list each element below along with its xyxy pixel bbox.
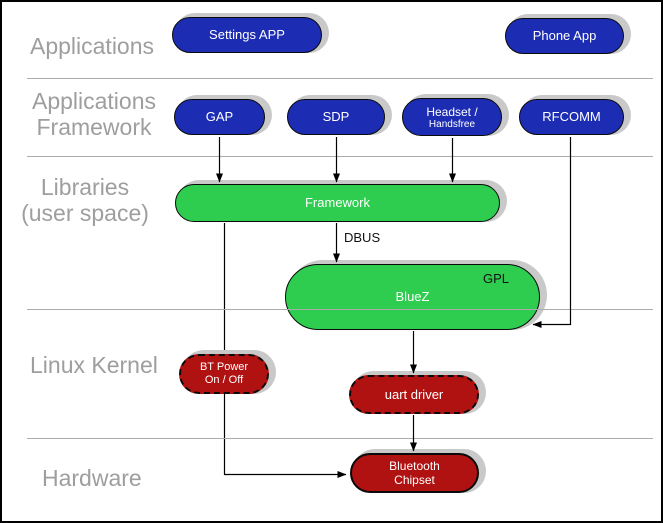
layer-label-line: (user space) <box>21 200 149 226</box>
dbus-annotation: DBUS <box>344 230 381 245</box>
node-label: On / Off <box>204 374 244 386</box>
layer-label-libraries: Libraries (user space) <box>6 174 164 226</box>
node-gap: GAP <box>174 99 265 135</box>
node-label: Chipset <box>394 473 435 487</box>
node-label: SDP <box>322 109 350 124</box>
layer-label-linux-kernel: Linux Kernel <box>30 352 158 378</box>
node-label: BlueZ <box>395 289 430 304</box>
node-label: Framework <box>304 195 370 210</box>
layer-label-line: Libraries <box>40 174 130 200</box>
node-label: GAP <box>205 109 234 124</box>
node-sdp: SDP <box>287 99 385 135</box>
layer-label-line: Framework <box>36 114 152 140</box>
node-label: Headset / <box>426 104 478 119</box>
layer-label-applications: Applications <box>30 33 155 59</box>
layer-label-applications-framework: Applications Framework <box>26 88 162 140</box>
node-label: Phone App <box>532 28 597 43</box>
node-bluetooth-chipset: Bluetooth Chipset <box>350 453 479 493</box>
node-rfcomm: RFCOMM <box>519 99 624 135</box>
node-label: uart driver <box>384 386 444 402</box>
node-label: RFCOMM <box>542 109 601 124</box>
node-uart-driver: uart driver <box>349 375 479 414</box>
node-label: Handsfree <box>428 118 476 130</box>
node-framework: Framework <box>175 184 500 222</box>
node-bt-power: BT Power On / Off <box>179 354 269 394</box>
node-label: BT Power <box>199 361 249 373</box>
layer-label-line: Applications <box>31 88 157 114</box>
layer-label-hardware: Hardware <box>42 465 142 491</box>
node-phone-app: Phone App <box>505 18 624 54</box>
node-settings-app: Settings APP <box>172 17 322 53</box>
node-label: Settings APP <box>209 27 285 42</box>
node-headset-handsfree: Headset / Handsfree <box>402 98 502 136</box>
node-bluez: BlueZ GPL <box>285 264 540 330</box>
node-label: Bluetooth <box>389 459 440 473</box>
gpl-tag: GPL <box>482 271 509 286</box>
